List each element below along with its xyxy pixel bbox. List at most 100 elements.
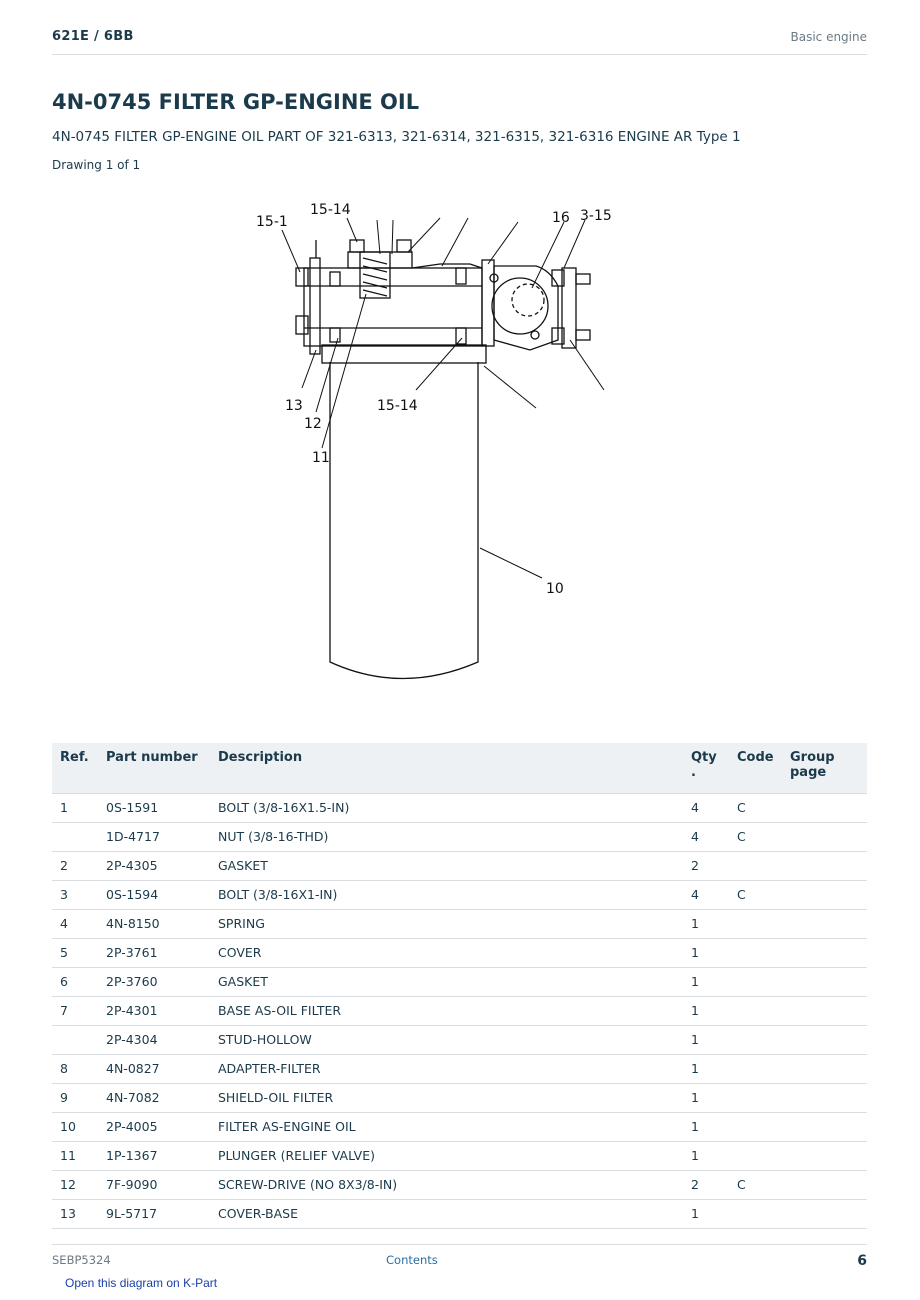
cell-description: SPRING: [212, 908, 685, 938]
cell-description: COVER-BASE: [212, 1198, 685, 1229]
exploded-parts-diagram: 15-1 15-14 16 3-15 13 12 15-14 11 10: [230, 190, 690, 700]
cell-qty: 1: [685, 1053, 731, 1083]
cell-description: SCREW-DRIVE (NO 8X3/8-IN): [212, 1169, 685, 1199]
col-description: Description: [218, 750, 303, 765]
cell-code: [731, 850, 784, 880]
document-id: SEBP5324: [52, 1253, 111, 1267]
cell-part-number: 2P-4304: [100, 1024, 212, 1054]
cell-ref: 7: [52, 995, 100, 1025]
cell-code: C: [731, 1169, 784, 1199]
cell-qty: 1: [685, 1024, 731, 1054]
cell-part-number: 2P-3760: [100, 966, 212, 996]
col-ref: Ref.: [60, 750, 89, 765]
relief-spring: [359, 251, 391, 299]
cell-qty: 1: [685, 1111, 731, 1141]
cell-description: SHIELD-OIL FILTER: [212, 1082, 685, 1112]
cell-group-page: [784, 1140, 867, 1170]
cell-code: [731, 1024, 784, 1054]
cell-part-number: 9L-5717: [100, 1198, 212, 1229]
table-header-row: Ref. Part number Description Qty. Code G…: [52, 743, 867, 793]
cell-qty: 2: [685, 850, 731, 880]
cell-part-number: 2P-3761: [100, 937, 212, 967]
model-label: 621E / 6BB: [52, 29, 134, 44]
cell-group-page: [784, 1053, 867, 1083]
cell-description: STUD-HOLLOW: [212, 1024, 685, 1054]
cell-group-page: [784, 937, 867, 967]
cell-description: ADAPTER-FILTER: [212, 1053, 685, 1083]
cell-qty: 1: [685, 908, 731, 938]
cell-group-page: [784, 850, 867, 880]
cell-ref: 3: [52, 879, 100, 909]
cell-group-page: [784, 1198, 867, 1229]
cell-code: [731, 1198, 784, 1229]
cell-qty: 1: [685, 966, 731, 996]
contents-link[interactable]: Contents: [386, 1253, 438, 1267]
top-cover: [347, 251, 413, 269]
cell-code: [731, 1053, 784, 1083]
cell-description: BOLT (3/8-16X1-IN): [212, 879, 685, 909]
cell-ref: 2: [52, 850, 100, 880]
filter-adapter-ring: [321, 344, 487, 364]
page-header: 621E / 6BB Basic engine: [52, 29, 867, 55]
section-label: Basic engine: [790, 30, 867, 44]
col-part-number: Part number: [106, 750, 198, 765]
cell-qty: 1: [685, 937, 731, 967]
cell-qty: 1: [685, 1082, 731, 1112]
cell-part-number: 4N-8150: [100, 908, 212, 938]
cell-code: [731, 1082, 784, 1112]
cell-description: BASE AS-OIL FILTER: [212, 995, 685, 1025]
cell-qty: 2: [685, 1169, 731, 1199]
col-code: Code: [737, 750, 774, 765]
cell-code: [731, 966, 784, 996]
left-flange: [309, 257, 321, 355]
page-title: 4N-0745 FILTER GP-ENGINE OIL: [52, 90, 420, 114]
cell-group-page: [784, 1024, 867, 1054]
cell-ref: 11: [52, 1140, 100, 1170]
parts-table: Ref. Part number Description Qty. Code G…: [52, 743, 867, 1229]
cell-ref: 9: [52, 1082, 100, 1112]
cell-ref: 13: [52, 1198, 100, 1229]
cell-part-number: 4N-0827: [100, 1053, 212, 1083]
callout-3-15: 3-15: [580, 208, 612, 224]
cell-description: GASKET: [212, 850, 685, 880]
filter-canister: [329, 362, 479, 680]
cell-description: NUT (3/8-16-THD): [212, 821, 685, 851]
callout-15-1: 15-1: [256, 214, 288, 230]
cell-group-page: [784, 1169, 867, 1199]
cell-description: BOLT (3/8-16X1.5-IN): [212, 792, 685, 822]
cell-code: [731, 908, 784, 938]
cell-ref: 12: [52, 1169, 100, 1199]
callout-12: 12: [304, 416, 322, 432]
cell-group-page: [784, 1082, 867, 1112]
cell-group-page: [784, 908, 867, 938]
callout-13: 13: [285, 398, 303, 414]
cell-qty: 4: [685, 792, 731, 822]
cell-code: C: [731, 821, 784, 851]
cell-ref: 4: [52, 908, 100, 938]
cell-code: [731, 937, 784, 967]
cell-description: COVER: [212, 937, 685, 967]
cell-qty: 4: [685, 879, 731, 909]
callout-10: 10: [546, 581, 564, 597]
cell-qty: 1: [685, 1140, 731, 1170]
cell-ref: [52, 821, 100, 851]
callout-11: 11: [312, 450, 330, 466]
cell-qty: 1: [685, 995, 731, 1025]
cell-part-number: 4N-7082: [100, 1082, 212, 1112]
page-subtitle: 4N-0745 FILTER GP-ENGINE OIL PART OF 321…: [52, 129, 741, 145]
kpart-diagram-link[interactable]: Open this diagram on K-Part: [65, 1276, 218, 1290]
cell-group-page: [784, 821, 867, 851]
callout-15-14-bottom: 15-14: [377, 398, 418, 414]
cell-part-number: 2P-4005: [100, 1111, 212, 1141]
cell-part-number: 2P-4301: [100, 995, 212, 1025]
